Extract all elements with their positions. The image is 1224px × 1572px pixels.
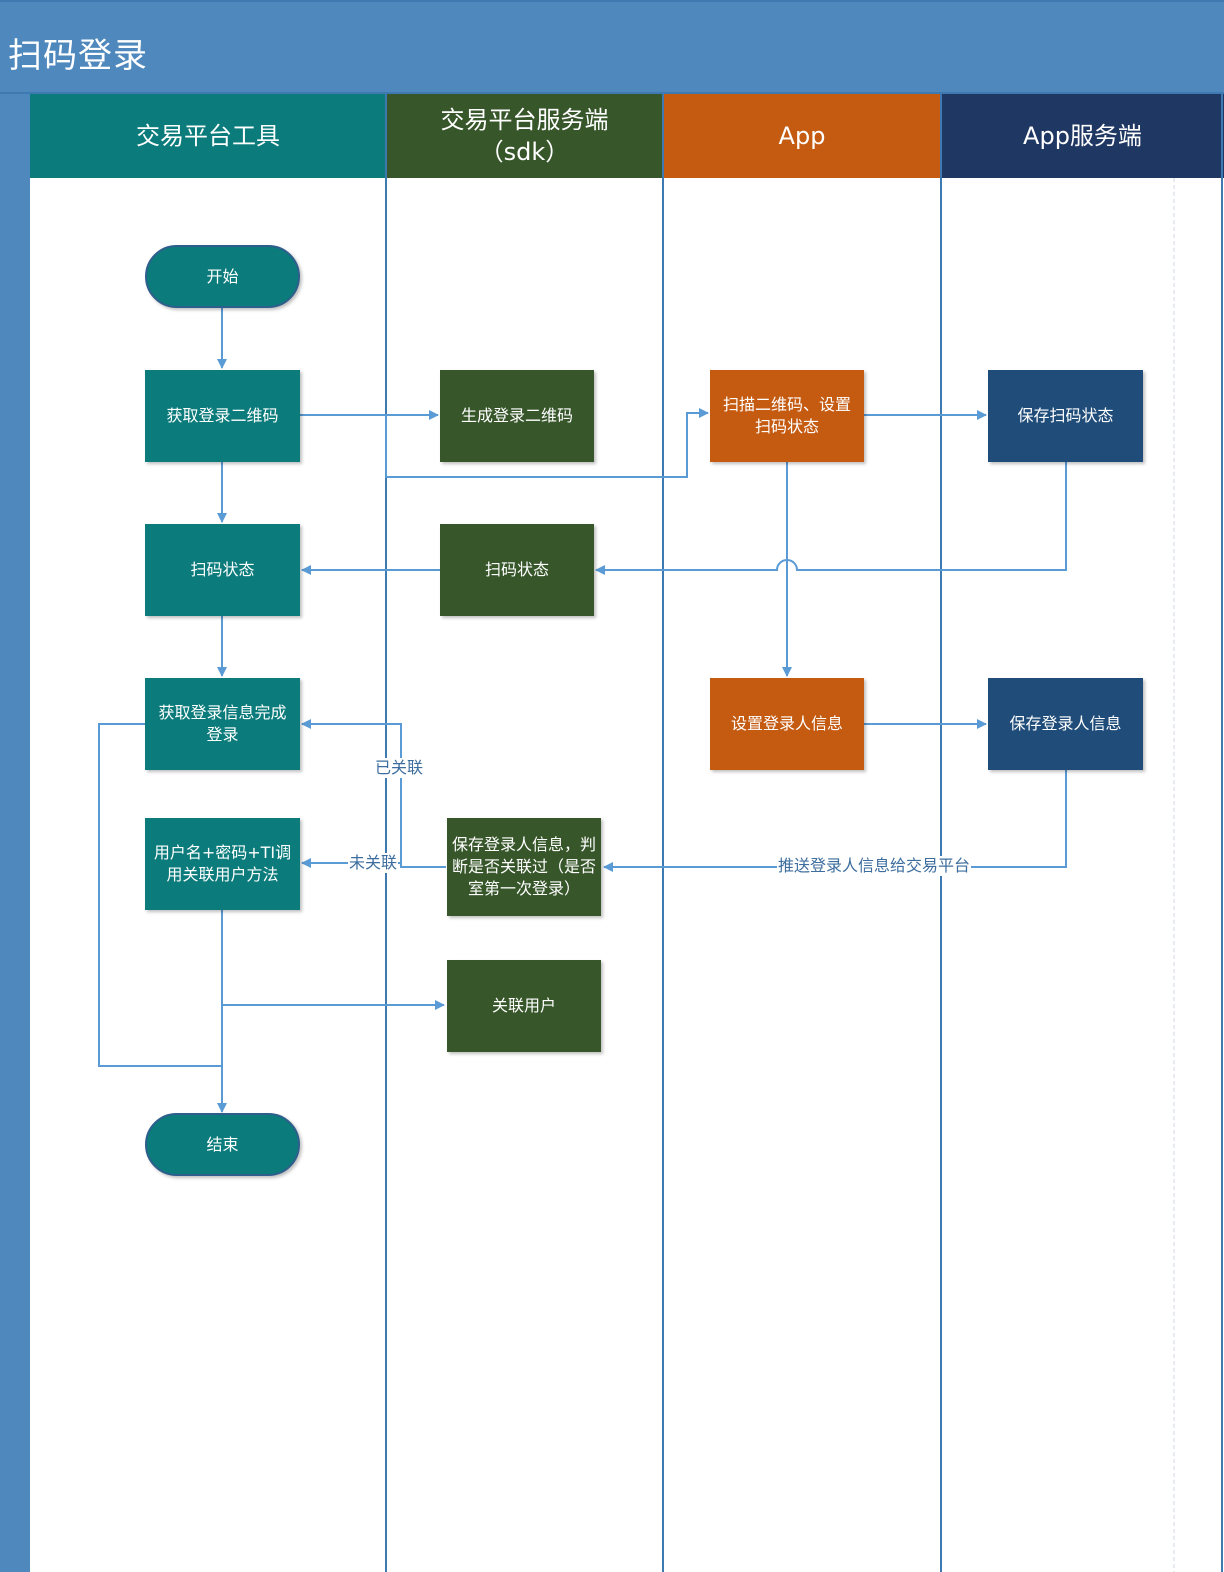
scan-status-sdk-node: 扫码状态 [440,524,594,616]
lane-header-trade-tool: 交易平台工具 [30,94,386,178]
title-bar: 扫码登录 [0,0,1224,94]
pool-left-bar [0,94,30,1572]
lane-label: 交易平台工具 [136,121,280,150]
save-scan-node: 保存扫码状态 [988,370,1143,462]
edge-logininfo-end [98,723,222,1067]
edge-label-linked: 已关联 [374,758,425,778]
edge-label-push: 推送登录人信息给交易平台 [777,856,972,876]
get-qr-node: 获取登录二维码 [145,370,300,462]
get-login-info-node: 获取登录信息完成登录 [145,678,300,770]
gen-qr-node: 生成登录二维码 [440,370,594,462]
call-method-node: 用户名+密码+TI调用关联用户方法 [145,818,300,910]
start-node: 开始 [145,245,300,308]
lane-header-app-server: App服务端 [941,94,1224,178]
lane-header-trade-server: 交易平台服务端 （sdk） [386,94,663,178]
save-check-node: 保存登录人信息，判断是否关联过（是否室第一次登录） [447,818,601,916]
edge-savescan-sdkstatus [595,462,1067,575]
lane-label: App服务端 [1023,121,1142,150]
save-login-user-node: 保存登录人信息 [988,678,1143,770]
scan-set-node: 扫描二维码、设置扫码状态 [710,370,864,462]
lane-sublabel: （sdk） [479,138,570,166]
lane-header-app: App [663,94,941,178]
edge-push [603,770,1067,872]
flow-connectors [98,308,1067,1113]
edge-linked [301,719,446,868]
end-node: 结束 [145,1113,300,1176]
set-login-user-node: 设置登录人信息 [710,678,864,770]
lane-dividers [385,94,1223,1572]
edge-label-not-linked: 未关联 [348,853,399,873]
edge-getqr-scan [385,408,709,478]
lane-label: 交易平台服务端 [440,105,609,134]
page-title: 扫码登录 [8,36,148,76]
link-user-node: 关联用户 [447,960,601,1052]
lane-label: App [778,121,826,150]
scan-status-tool-node: 扫码状态 [145,524,300,616]
